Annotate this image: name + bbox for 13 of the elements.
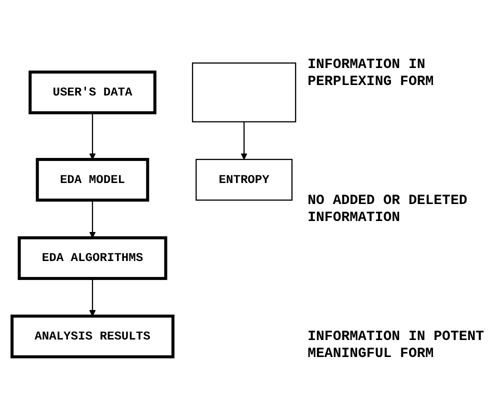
node-box: USER'S DATA	[28, 70, 156, 114]
arrow	[89, 278, 96, 316]
arrow	[240, 122, 248, 160]
node-box: EDA ALGORITHMS	[18, 236, 168, 280]
node-box: ENTROPY	[196, 158, 293, 201]
note-text: NO ADDED OR DELETED INFORMATION	[308, 192, 468, 228]
node-box: EDA MODEL	[36, 158, 150, 202]
note-text: INFORMATION IN PERPLEXING FORM	[308, 56, 435, 92]
arrow	[89, 112, 96, 160]
node-box: ANALYSIS RESULTS	[10, 314, 174, 358]
arrow	[89, 200, 96, 238]
node-picture	[192, 62, 296, 122]
note-text: INFORMATION IN POTENT MEANINGFUL FORM	[308, 328, 485, 364]
